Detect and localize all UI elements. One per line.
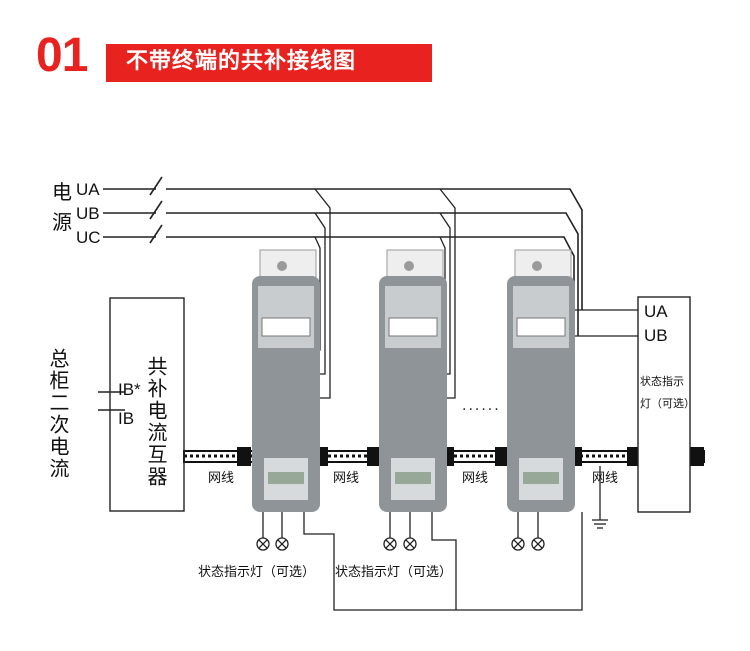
- device-feeders: [314, 188, 640, 399]
- device-3: [507, 249, 575, 512]
- more-devices-ellipsis: ......: [462, 398, 501, 414]
- terminal-ua-label: UA: [644, 302, 668, 321]
- indicator-wiring: [262, 466, 608, 611]
- network-label-3: 网线: [462, 471, 489, 486]
- terminal-box: [637, 296, 691, 513]
- ib-label: IB: [118, 409, 135, 428]
- title-banner: [106, 44, 432, 82]
- power-label-bottom: 源: [52, 210, 72, 234]
- cabinet-current-label: 总柜二次电流: [46, 348, 70, 480]
- ct-box-lines: [98, 297, 185, 512]
- phase-ub-label: UB: [76, 204, 100, 223]
- network-label-4: 网线: [592, 471, 619, 486]
- network-label-2: 网线: [333, 471, 360, 486]
- indicator-lamps: [256, 537, 545, 551]
- status-light-label-1: 状态指示灯（可选）: [198, 565, 316, 580]
- power-label-top: 电: [52, 180, 72, 204]
- device-2: [379, 249, 447, 512]
- diagram-title: 不带终端的共补接线图: [126, 49, 357, 74]
- device-1: [252, 249, 320, 512]
- terminal-indicator-label: 状态指示: [640, 375, 684, 388]
- status-light-label-2: 状态指示灯（可选）: [335, 565, 453, 580]
- transformer-label: 共补电流互器: [144, 356, 168, 488]
- terminal-ub-label: UB: [644, 326, 668, 345]
- terminal-indicator-label-2: 灯（可选）: [640, 397, 695, 410]
- power-lines: [103, 176, 583, 345]
- ib-star-label: IB*: [118, 380, 141, 399]
- section-number: 01: [36, 29, 88, 82]
- phase-uc-label: UC: [76, 228, 101, 247]
- network-label-1: 网线: [208, 471, 235, 486]
- phase-ua-label: UA: [76, 180, 100, 199]
